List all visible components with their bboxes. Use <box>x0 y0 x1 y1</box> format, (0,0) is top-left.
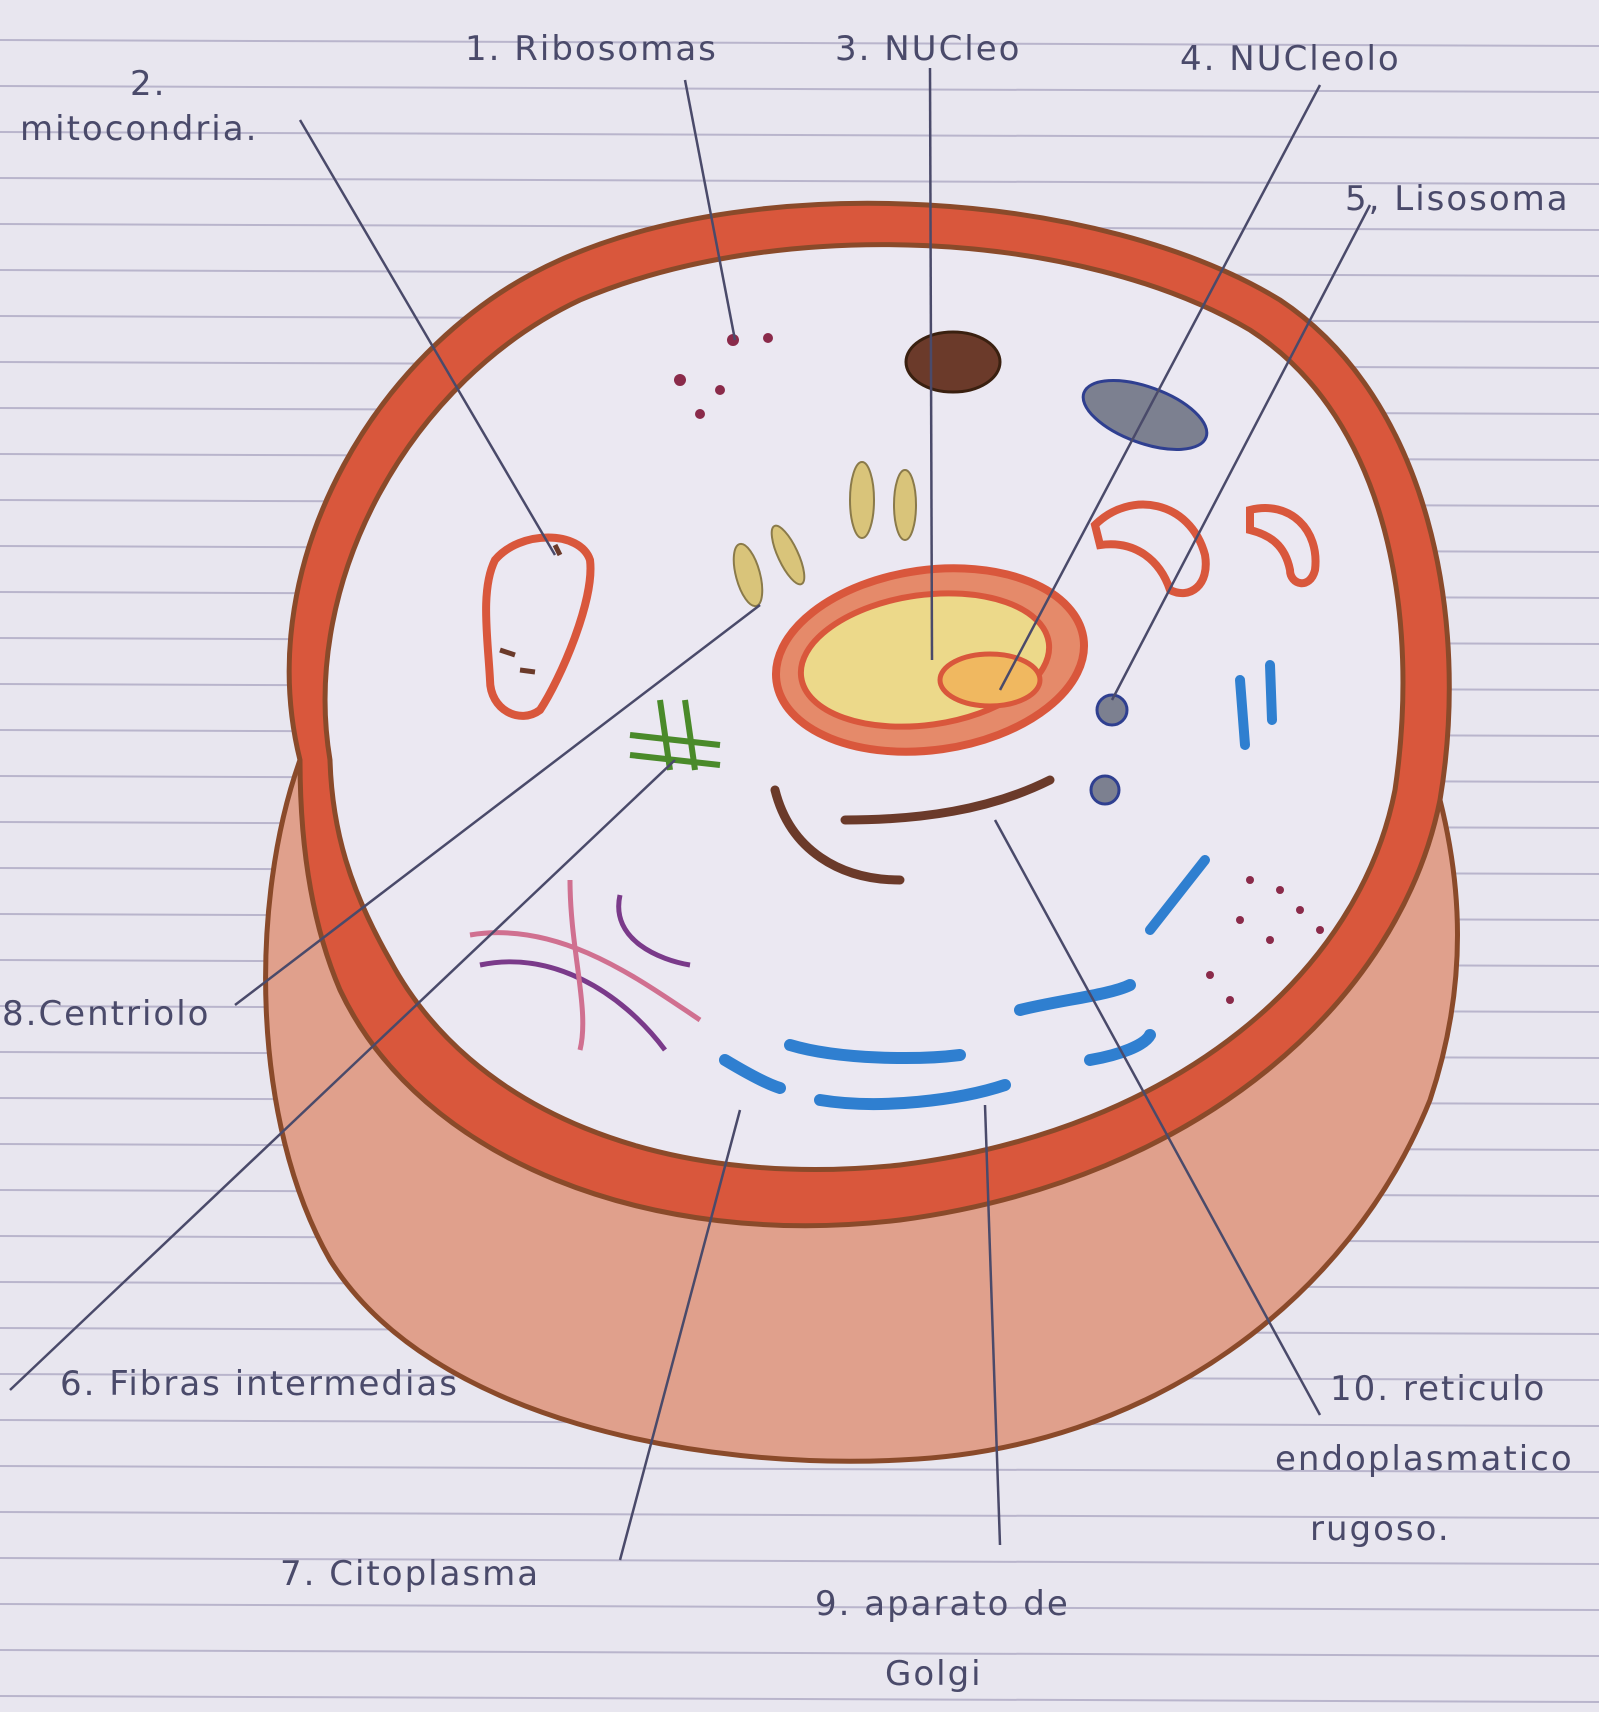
label-nucleolo: 4. NUCleolo <box>1180 39 1401 79</box>
label-reticulo-line1: 10. reticulo <box>1330 1369 1546 1409</box>
label-citoplasma: 7. Citoplasma <box>280 1554 540 1594</box>
label-golgi-line2: Golgi <box>885 1654 983 1694</box>
label-reticulo-line3: rugoso. <box>1310 1509 1451 1549</box>
nucleolus <box>940 654 1040 706</box>
label-golgi-line1: 9. aparato de <box>815 1584 1070 1624</box>
vacuole-brown <box>906 332 1000 392</box>
label-reticulo-line2: endoplasmatico <box>1275 1439 1574 1479</box>
label-ribosomas: 1. Ribosomas <box>465 29 718 69</box>
label-fibras: 6. Fibras intermedias <box>60 1364 459 1404</box>
label-centriolo: 8.Centriolo <box>2 994 210 1034</box>
label-lisosoma: 5, Lisosoma <box>1345 179 1570 219</box>
label-mitocondria: mitocondria. <box>20 109 258 149</box>
label-mitocondria-number: 2. <box>130 64 166 104</box>
label-nucleo: 3. NUCleo <box>835 29 1021 69</box>
